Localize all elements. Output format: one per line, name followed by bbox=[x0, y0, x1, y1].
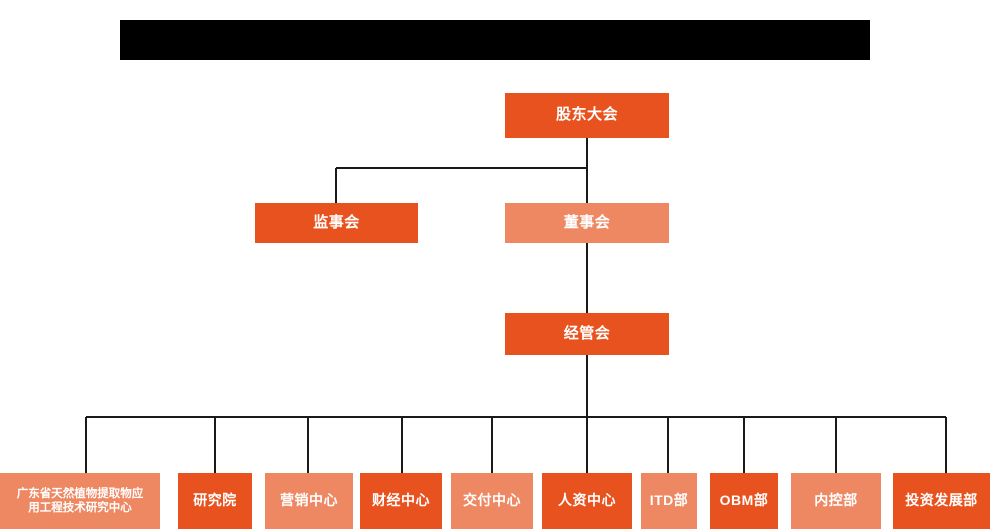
dept-finance-center-label: 财经中心 bbox=[372, 492, 430, 509]
dept-investment-development-label: 投资发展部 bbox=[905, 492, 978, 509]
node-management-committee-label: 经管会 bbox=[563, 324, 611, 342]
dept-guangdong-research-center[interactable]: 广东省天然植物提取物应 用工程技术研究中心 bbox=[0, 473, 160, 529]
dept-obm-label: OBM部 bbox=[719, 492, 769, 509]
dept-human-resources-center[interactable]: 人资中心 bbox=[542, 473, 632, 529]
dept-label-line1: 广东省天然植物提取物应 bbox=[16, 487, 144, 500]
redaction-bar bbox=[120, 20, 870, 60]
dept-guangdong-research-center-label: 广东省天然植物提取物应 用工程技术研究中心 bbox=[13, 487, 148, 516]
dept-marketing-center-label: 营销中心 bbox=[280, 492, 338, 509]
node-board-of-directors-label: 董事会 bbox=[563, 213, 611, 231]
dept-delivery-center[interactable]: 交付中心 bbox=[451, 473, 533, 529]
node-board-of-supervisors-label: 监事会 bbox=[313, 213, 360, 231]
dept-research-institute-label: 研究院 bbox=[193, 492, 237, 509]
node-management-committee[interactable]: 经管会 bbox=[505, 313, 669, 355]
dept-finance-center[interactable]: 财经中心 bbox=[360, 473, 442, 529]
dept-investment-development[interactable]: 投资发展部 bbox=[893, 473, 990, 529]
dept-itd-label: ITD部 bbox=[649, 492, 689, 509]
node-shareholders-meeting-label: 股东大会 bbox=[555, 106, 618, 124]
dept-marketing-center[interactable]: 营销中心 bbox=[265, 473, 353, 529]
dept-label-line2: 用工程技术研究中心 bbox=[28, 502, 132, 514]
dept-internal-control-label: 内控部 bbox=[814, 492, 858, 509]
node-shareholders-meeting[interactable]: 股东大会 bbox=[505, 93, 669, 138]
node-board-of-supervisors[interactable]: 监事会 bbox=[255, 203, 418, 243]
dept-human-resources-center-label: 人资中心 bbox=[558, 492, 616, 509]
dept-internal-control[interactable]: 内控部 bbox=[791, 473, 881, 529]
dept-obm[interactable]: OBM部 bbox=[710, 473, 778, 529]
node-board-of-directors[interactable]: 董事会 bbox=[505, 203, 669, 243]
dept-itd[interactable]: ITD部 bbox=[641, 473, 697, 529]
dept-research-institute[interactable]: 研究院 bbox=[178, 473, 252, 529]
dept-delivery-center-label: 交付中心 bbox=[463, 492, 521, 509]
